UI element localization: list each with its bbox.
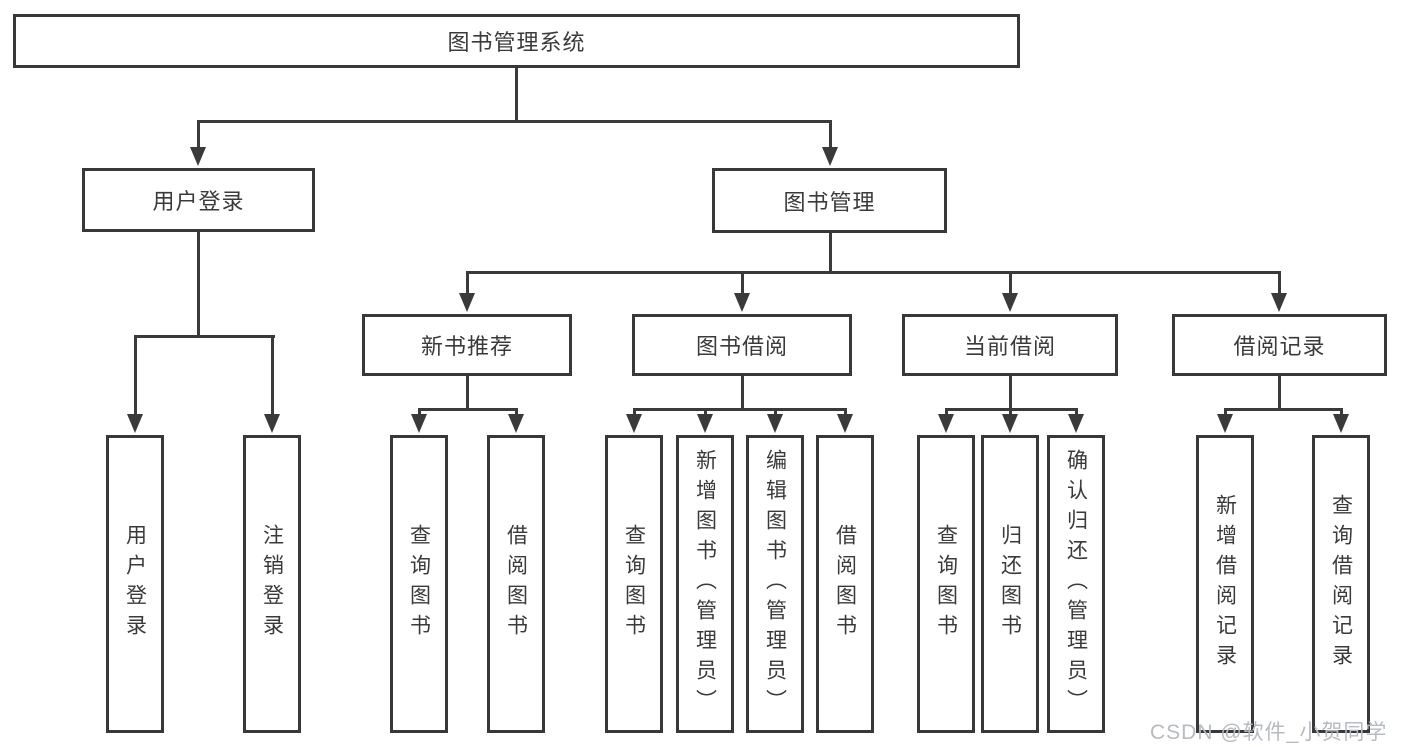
node-label: 查询图书: [622, 524, 646, 644]
node-label: 用户登录: [152, 189, 245, 214]
leaf-query-books-borrowing: 查询图书: [605, 435, 663, 733]
arrowhead-down-icon: [1271, 293, 1287, 312]
leaf-query-borrow-record: 查询借阅记录: [1312, 435, 1370, 733]
node-user-login: 用户登录: [82, 168, 315, 232]
connector-drop-leaf: [134, 335, 137, 415]
leaf-confirm-return-admin: 确认归还（管理员）: [1047, 435, 1105, 733]
connector-drop-leaf: [704, 408, 707, 415]
connector-drop-user-login: [197, 120, 200, 147]
node-label: 归还图书: [998, 524, 1022, 644]
arrowhead-down-icon: [459, 293, 475, 312]
node-label: 当前借阅: [963, 334, 1056, 359]
leaf-borrow-books-borrowing: 借阅图书: [816, 435, 874, 733]
leaf-borrow-books-recommendation: 借阅图书: [487, 435, 545, 733]
arrowhead-down-icon: [508, 414, 524, 433]
connector-user-login-bar: [134, 335, 275, 338]
arrowhead-down-icon: [938, 414, 954, 433]
node-borrowing-records: 借阅记录: [1172, 314, 1387, 376]
connector-drop-leaf: [945, 408, 948, 415]
node-label: 新增借阅记录: [1213, 494, 1237, 674]
connector-borrow-stem: [741, 376, 744, 410]
connector-drop-records: [1278, 271, 1281, 294]
node-label: 图书管理系统: [447, 30, 586, 55]
node-label: 借阅图书: [833, 524, 857, 644]
connector-level2-bar: [197, 120, 832, 123]
connector-drop-new-rec: [466, 271, 469, 294]
leaf-add-borrow-record: 新增借阅记录: [1196, 435, 1254, 733]
arrowhead-down-icon: [411, 414, 427, 433]
node-label: 查询图书: [407, 524, 431, 644]
arrowhead-down-icon: [822, 147, 838, 166]
connector-level3-bar: [466, 271, 1281, 274]
connector-drop-current: [1009, 271, 1012, 294]
arrowhead-down-icon: [626, 414, 642, 433]
node-new-book-recommendation: 新书推荐: [362, 314, 572, 376]
node-label: 用户登录: [123, 524, 147, 644]
node-label: 借阅记录: [1233, 334, 1326, 359]
connector-drop-leaf: [633, 408, 636, 415]
connector-current-stem: [1009, 376, 1012, 410]
node-label: 确认归还（管理员）: [1064, 449, 1088, 719]
node-library-management-system: 图书管理系统: [13, 14, 1020, 68]
csdn-watermark: CSDN @软件_小贺同学: [1150, 721, 1388, 744]
connector-drop-leaf: [844, 408, 847, 415]
connector-borrow-bar: [633, 408, 847, 411]
arrowhead-down-icon: [1002, 293, 1018, 312]
connector-drop-book-mgmt: [829, 120, 832, 147]
node-label: 新增图书（管理员）: [693, 449, 717, 719]
connector-root-stem: [515, 68, 518, 122]
node-label: 图书借阅: [695, 334, 788, 359]
arrowhead-down-icon: [190, 147, 206, 166]
node-label: 新书推荐: [420, 334, 513, 359]
node-label: 编辑图书（管理员）: [763, 449, 787, 719]
leaf-return-books: 归还图书: [981, 435, 1039, 733]
node-label: 查询借阅记录: [1329, 494, 1353, 674]
arrowhead-down-icon: [734, 293, 750, 312]
connector-drop-leaf: [774, 408, 777, 415]
connector-drop-leaf: [1340, 408, 1343, 415]
node-label: 注销登录: [260, 524, 284, 644]
arrowhead-down-icon: [837, 414, 853, 433]
arrowhead-down-icon: [767, 414, 783, 433]
connector-records-bar: [1224, 408, 1343, 411]
node-label: 查询图书: [934, 524, 958, 644]
connector-new-rec-bar: [418, 408, 518, 411]
connector-book-mgmt-stem: [829, 233, 832, 273]
node-label: 借阅图书: [504, 524, 528, 644]
node-label: 图书管理: [783, 189, 876, 215]
arrowhead-down-icon: [1068, 414, 1084, 433]
arrowhead-down-icon: [1333, 414, 1349, 433]
connector-drop-leaf: [1075, 408, 1078, 415]
connector-drop-leaf: [271, 335, 274, 415]
leaf-edit-books-admin: 编辑图书（管理员）: [746, 435, 804, 733]
leaf-user-login: 用户登录: [106, 435, 164, 733]
node-current-borrowing: 当前借阅: [902, 314, 1118, 376]
connector-records-stem: [1278, 376, 1281, 410]
arrowhead-down-icon: [264, 414, 280, 433]
node-book-management: 图书管理: [712, 168, 947, 233]
leaf-add-books-admin: 新增图书（管理员）: [676, 435, 734, 733]
connector-user-login-stem: [197, 232, 200, 337]
connector-drop-leaf: [515, 408, 518, 415]
leaf-query-books-current: 查询图书: [917, 435, 975, 733]
arrowhead-down-icon: [127, 414, 143, 433]
connector-drop-borrow: [741, 271, 744, 294]
arrowhead-down-icon: [1217, 414, 1233, 433]
connector-drop-leaf: [418, 408, 421, 415]
arrowhead-down-icon: [697, 414, 713, 433]
node-book-borrowing: 图书借阅: [632, 314, 852, 376]
connector-new-rec-stem: [466, 376, 469, 410]
connector-drop-leaf: [1224, 408, 1227, 415]
connector-drop-leaf: [1009, 408, 1012, 415]
leaf-logout: 注销登录: [243, 435, 301, 733]
arrowhead-down-icon: [1002, 414, 1018, 433]
leaf-query-books-recommendation: 查询图书: [390, 435, 448, 733]
